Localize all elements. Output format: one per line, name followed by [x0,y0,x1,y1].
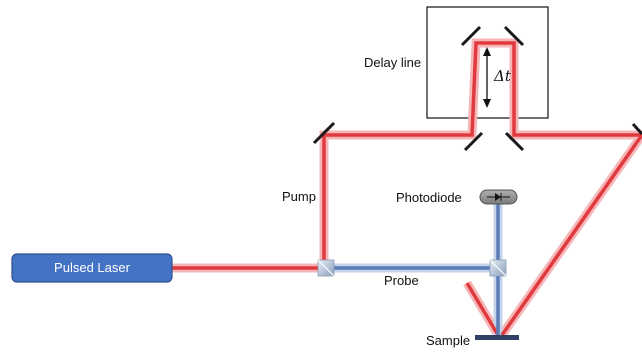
mirrors [312,25,642,152]
mirror-icon [312,121,336,145]
delay-line-box [426,6,549,119]
sample-plate [475,335,519,340]
sample-label: Sample [426,333,470,348]
delta-t-label: Δt [493,67,512,85]
photodiode-icon [479,189,518,205]
mirror-icon [504,131,525,152]
mirror-icon [503,25,525,47]
pulsed-laser-label: Pulsed Laser [54,260,131,275]
double-arrow-icon [483,47,491,108]
probe-label: Probe [384,273,419,288]
pump-beam [172,41,642,337]
mirror-icon [463,131,484,152]
pump-beam-glow [172,38,642,338]
mirror-icon [631,122,642,136]
beam-splitter-icon [317,259,335,277]
probe-beam [330,198,500,335]
photodiode-label: Photodiode [396,190,462,205]
beam-splitter-icon [489,259,507,277]
pulsed-laser-box [11,253,173,283]
delay-line-label: Delay line [364,55,421,70]
mirror-icon [460,25,482,47]
pump-label: Pump [282,189,316,204]
